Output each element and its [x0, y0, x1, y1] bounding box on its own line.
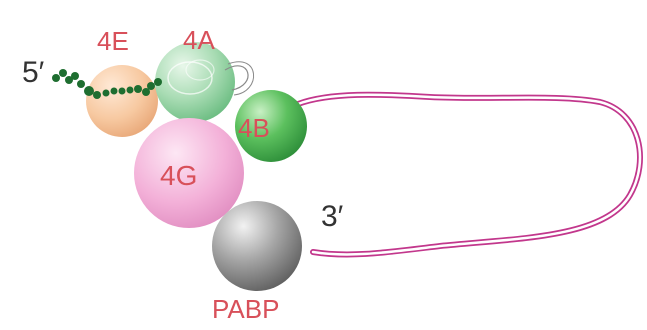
factor-4g-label: 4G — [160, 160, 197, 191]
factor-4e-label: 4E — [97, 26, 129, 56]
mrna-loop — [298, 95, 640, 255]
factor-4b-label: 4B — [238, 113, 270, 143]
pabp-sphere — [212, 201, 302, 291]
five-prime-label: 5′ — [22, 56, 45, 89]
pabp-label: PABP — [212, 294, 279, 324]
three-prime-label: 3′ — [321, 200, 344, 233]
eif4e-sphere — [86, 65, 158, 137]
factor-4a-label: 4A — [183, 25, 215, 55]
